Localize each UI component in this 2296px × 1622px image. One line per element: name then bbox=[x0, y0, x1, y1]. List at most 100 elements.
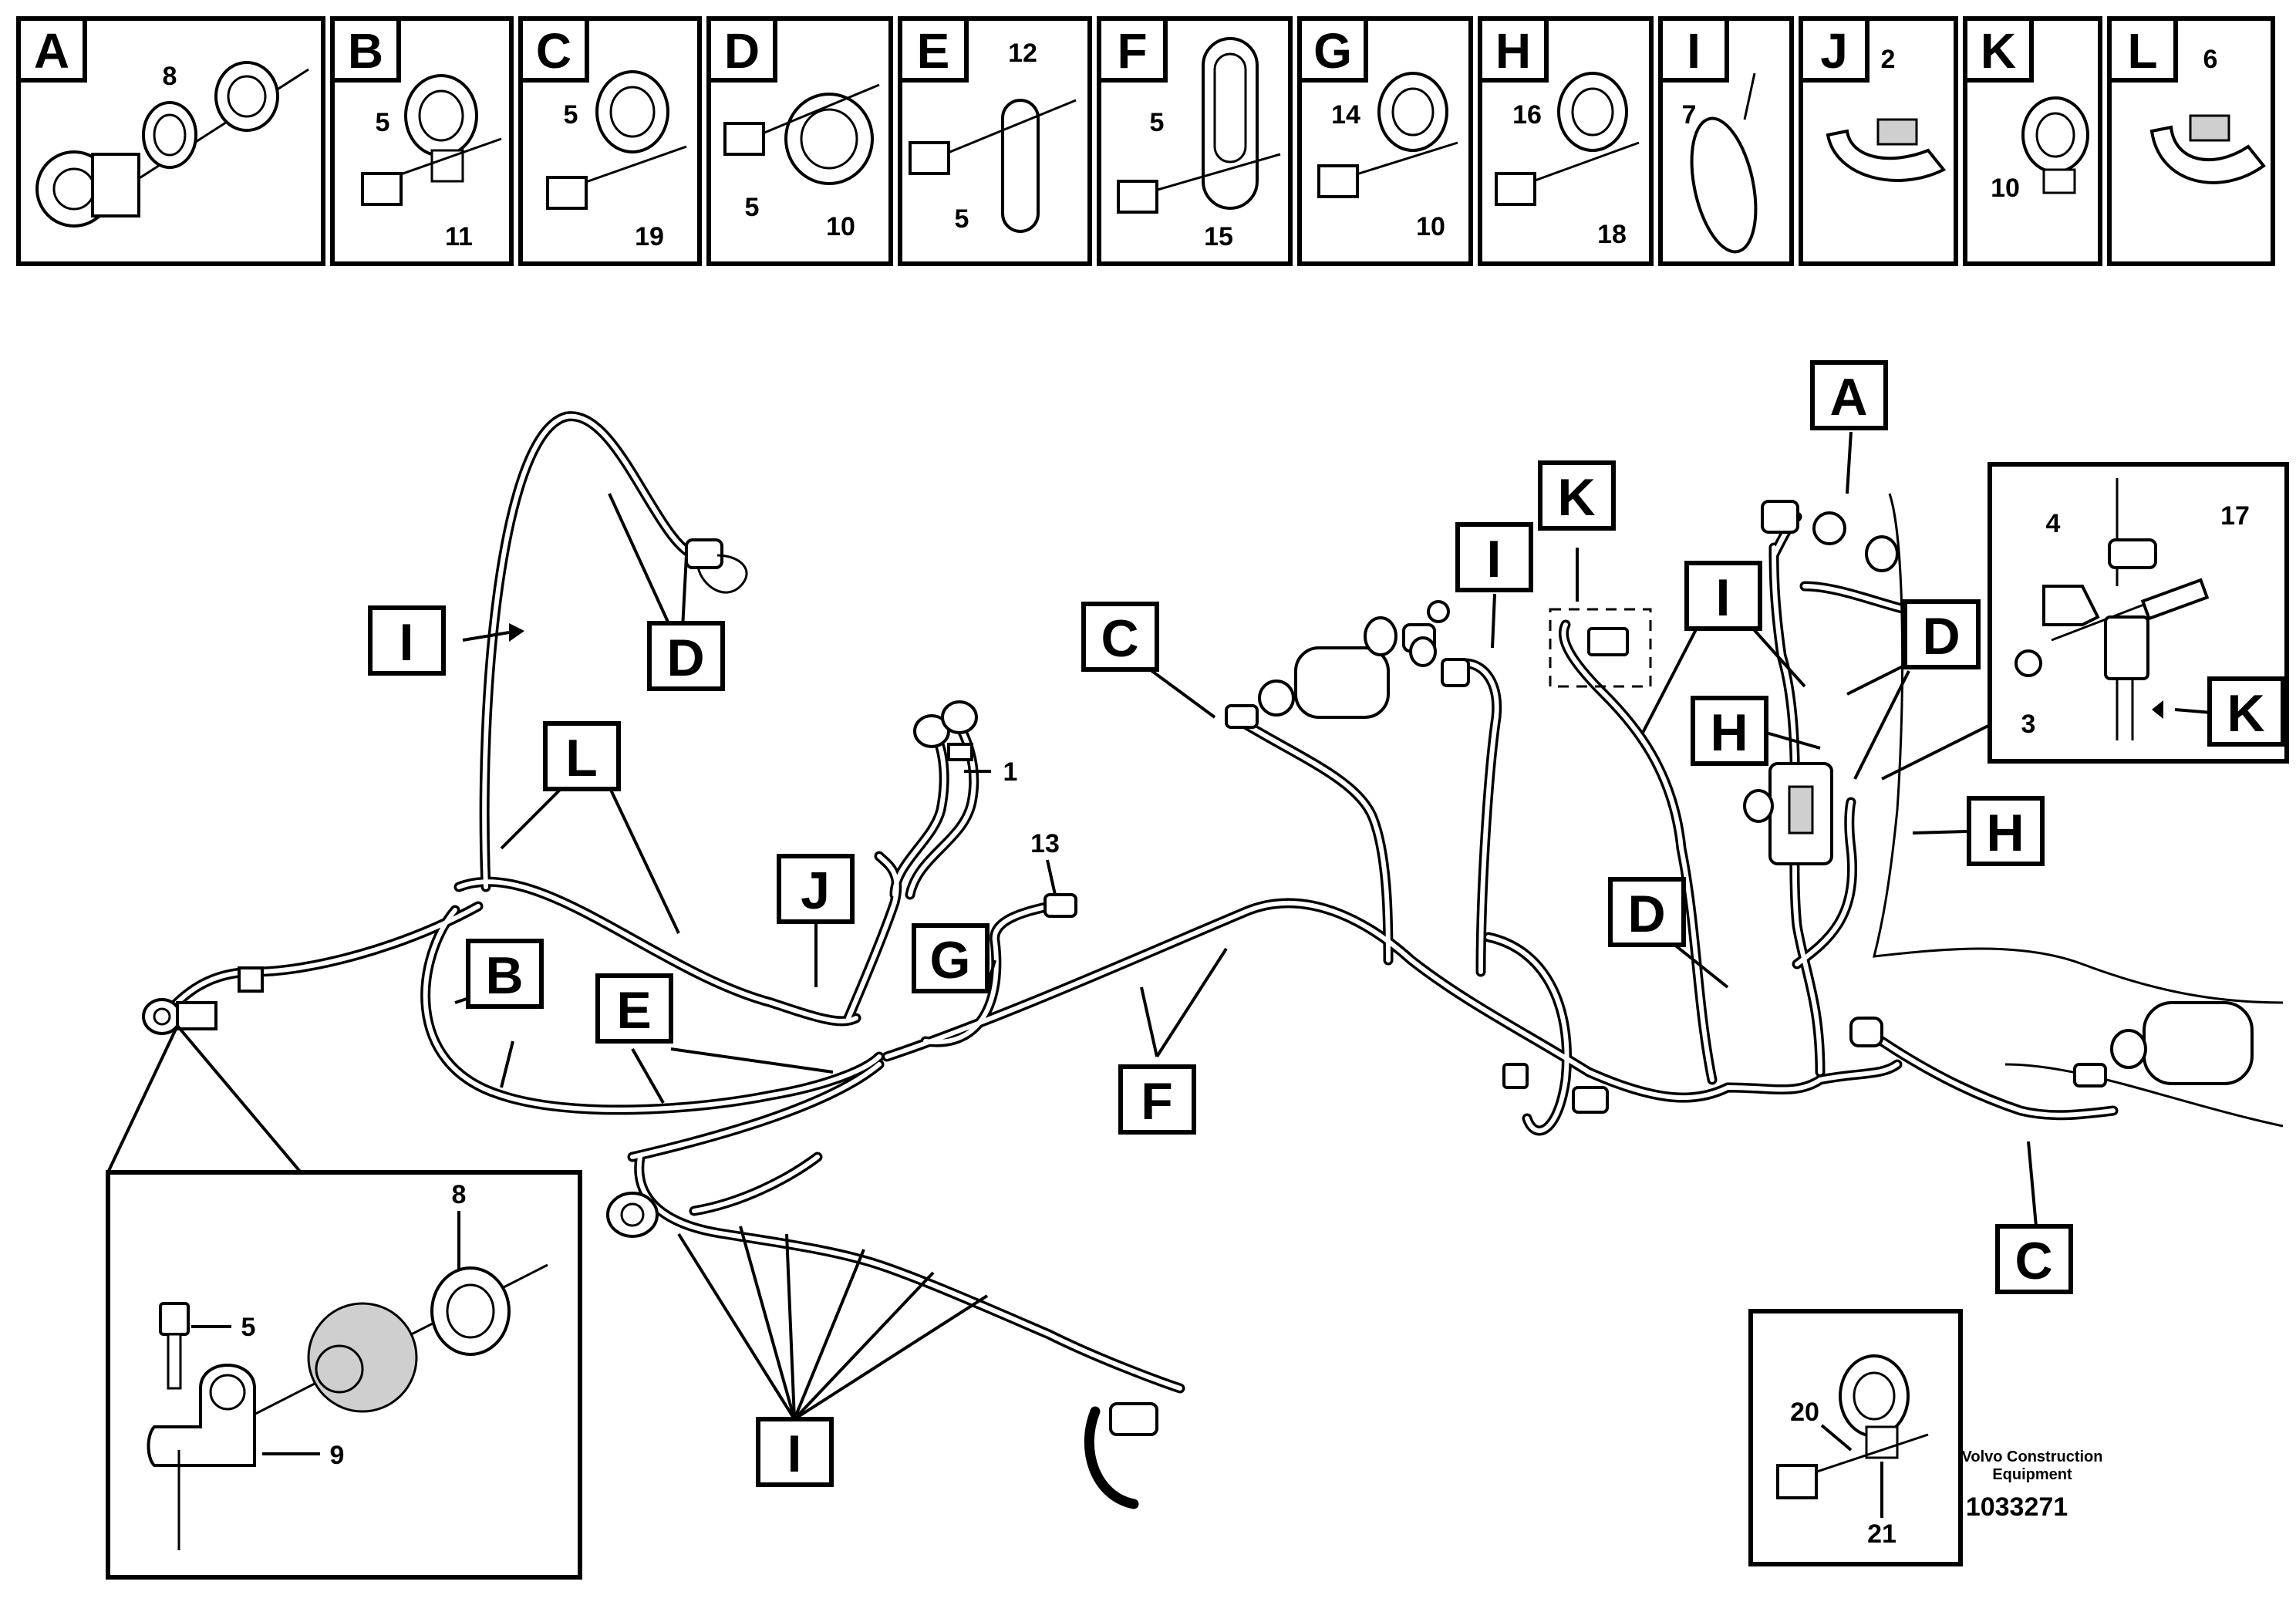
clamp-icon bbox=[2108, 538, 2157, 569]
round-connector-icon bbox=[606, 1192, 659, 1238]
part-number: 9 bbox=[330, 1441, 345, 1470]
callout-box bbox=[777, 854, 855, 924]
plug-icon bbox=[1109, 1402, 1158, 1436]
sensor-plug-icon bbox=[1043, 893, 1077, 918]
legend-panel-k: K 10 bbox=[1963, 16, 2102, 266]
part-number: 3 bbox=[2021, 710, 2036, 739]
legend-part-number: 10 bbox=[1991, 174, 2020, 203]
light-plug-icon bbox=[2110, 1029, 2147, 1069]
light-plug-icon bbox=[1258, 679, 1295, 717]
callout-letter: K bbox=[2227, 684, 2264, 743]
callout-box bbox=[1967, 796, 2045, 866]
callout-letter: B bbox=[485, 946, 523, 1005]
document-number: 1033271 bbox=[1966, 1492, 2068, 1522]
callout-box bbox=[2207, 676, 2285, 747]
legend-part-number: 15 bbox=[1204, 222, 1233, 251]
legend-panel-i: I 7 bbox=[1658, 16, 1794, 266]
callout-letter: J bbox=[801, 862, 830, 920]
legend-letter-f: F bbox=[1117, 23, 1147, 79]
callout-box bbox=[1903, 599, 1981, 669]
legend-letter-j: J bbox=[1820, 23, 1848, 79]
legend-panel-j: J 2 bbox=[1799, 16, 1958, 266]
harness-wire-core bbox=[482, 413, 696, 889]
bolt-icon bbox=[361, 172, 403, 206]
callout-box bbox=[1455, 522, 1533, 592]
detail-inset-k: 4 17 3 K bbox=[1881, 462, 2289, 781]
harness-wire-core bbox=[1232, 715, 1391, 963]
callout-box bbox=[1608, 877, 1686, 947]
part-number: 5 bbox=[241, 1313, 256, 1342]
connector-plug-icon bbox=[307, 1302, 418, 1413]
harness-wire bbox=[689, 1152, 823, 1216]
harness-wire-core bbox=[1795, 800, 1855, 966]
legend-panel-h: H 16 18 bbox=[1478, 16, 1654, 266]
callout-box bbox=[1118, 1064, 1196, 1135]
detail-inset-connector-bracket: 8 5 9 bbox=[106, 1170, 582, 1580]
legend-part-number: 12 bbox=[1008, 39, 1037, 68]
bracket-icon bbox=[2042, 585, 2100, 626]
callout-boxes: I D L B E J G F C I K I A D H H D bbox=[368, 360, 2073, 1487]
callout-box bbox=[1810, 360, 1888, 430]
harness-wire-core bbox=[923, 904, 1051, 1045]
legend-letter-k: K bbox=[1981, 23, 2016, 79]
bolt-icon bbox=[1495, 172, 1536, 206]
legend-part-number: 11 bbox=[445, 222, 473, 251]
callout-box bbox=[1691, 696, 1768, 766]
callout-letter: D bbox=[1922, 607, 1960, 666]
legend-part-number: 6 bbox=[2203, 45, 2218, 74]
part-number: 17 bbox=[2220, 501, 2250, 531]
callout-box bbox=[595, 973, 673, 1044]
dashed-detail-box bbox=[1549, 608, 1652, 688]
legend-letter-b: B bbox=[348, 23, 383, 79]
legend-letter-i: I bbox=[1687, 23, 1701, 79]
hose-fitting-icon bbox=[941, 700, 978, 734]
connector-body-icon bbox=[176, 1001, 217, 1030]
cable-tie-icon bbox=[1690, 116, 1758, 254]
harness-wire-core bbox=[1486, 935, 1569, 1133]
bolt-icon bbox=[1317, 164, 1359, 198]
callout-letter: C bbox=[1101, 609, 1138, 668]
manufacturer-line-1: Volvo Construction bbox=[1962, 1448, 2103, 1465]
legend-part-number: 18 bbox=[1597, 220, 1627, 249]
bolt-icon bbox=[2140, 578, 2210, 621]
legend-letter-a: A bbox=[34, 23, 69, 79]
p-clamp-icon bbox=[1001, 99, 1040, 233]
callout-box bbox=[1081, 602, 1159, 672]
harness-wire-core bbox=[160, 904, 480, 1020]
callout-letter: G bbox=[930, 931, 971, 990]
legend-letter-c: C bbox=[536, 23, 571, 79]
bolt-icon bbox=[1776, 1464, 1818, 1499]
detail-inset-clamp: 20 21 bbox=[1748, 1309, 1963, 1566]
callout-letter: H bbox=[1986, 804, 2024, 862]
callout-box bbox=[543, 721, 621, 791]
harness-wire bbox=[1558, 619, 1718, 1085]
callout-box bbox=[1538, 460, 1616, 531]
harness-wire bbox=[843, 851, 902, 1023]
legend-part-number: 5 bbox=[376, 108, 390, 137]
harness-wire-core bbox=[846, 854, 899, 1020]
leader-lines bbox=[106, 431, 2038, 1421]
legend-letter-l: L bbox=[2127, 23, 2157, 79]
nut-icon bbox=[2014, 649, 2042, 677]
plug-icon bbox=[1572, 1086, 1609, 1114]
part-number: 1 bbox=[1003, 757, 1018, 787]
part-number: 20 bbox=[1790, 1398, 1819, 1427]
callout-letter: I bbox=[787, 1425, 802, 1483]
legend-letter-e: E bbox=[917, 23, 950, 79]
callout-box bbox=[1684, 561, 1762, 631]
bolt-icon bbox=[909, 141, 950, 175]
legend-part-number: 8 bbox=[163, 62, 177, 91]
part-number: 13 bbox=[1030, 829, 1060, 858]
legend-part-number: 7 bbox=[1682, 100, 1697, 130]
legend-part-number: 10 bbox=[826, 212, 855, 241]
legend-part-number: 5 bbox=[745, 193, 760, 222]
part-number: 4 bbox=[2046, 509, 2061, 538]
callout-letter: F bbox=[1141, 1072, 1173, 1131]
callout-box bbox=[912, 923, 990, 993]
elbow-plug-icon bbox=[1761, 500, 1799, 534]
callout-letter: K bbox=[1557, 468, 1595, 527]
legend-panel-b: B 5 11 bbox=[330, 16, 514, 266]
bolt-icon bbox=[1117, 180, 1158, 214]
callout-letter: L bbox=[565, 729, 598, 787]
